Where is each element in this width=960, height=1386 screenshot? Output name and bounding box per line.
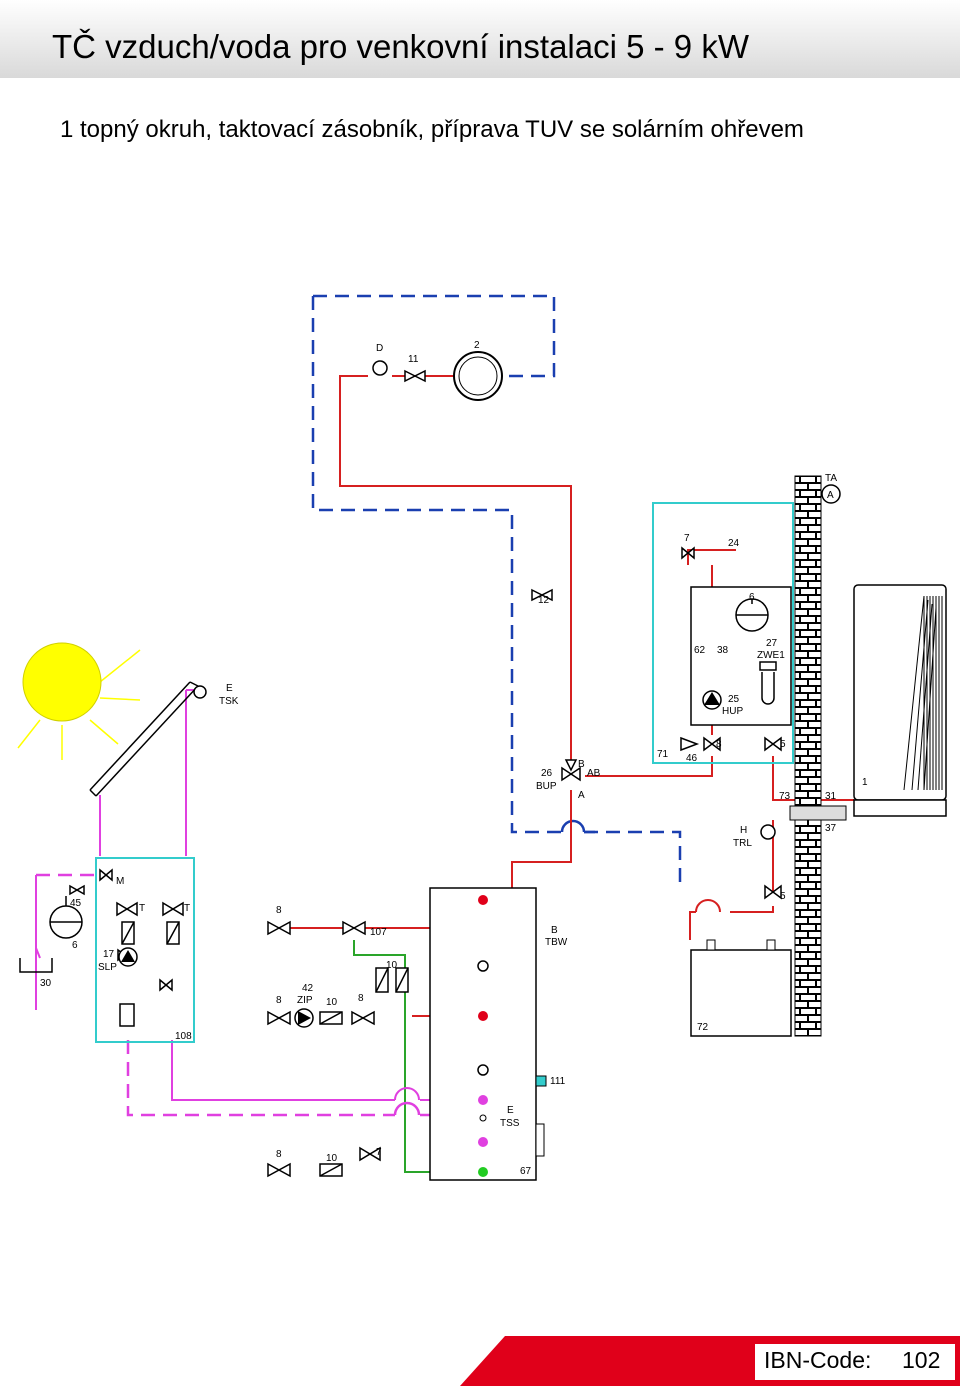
svg-text:107: 107 — [370, 927, 387, 938]
pressure-gauge-icon — [372, 360, 388, 376]
svg-text:12: 12 — [538, 595, 550, 606]
svg-text:M: M — [116, 876, 124, 887]
svg-text:5: 5 — [780, 891, 786, 902]
svg-text:T: T — [139, 903, 145, 914]
svg-text:10: 10 — [326, 1153, 338, 1164]
svg-text:10: 10 — [386, 960, 398, 971]
svg-text:HUP: HUP — [722, 706, 743, 717]
diagram-labels: D 11 2 12 7 24 6 62 38 27 ZWE1 25 HUP 71… — [40, 340, 868, 1177]
svg-text:46: 46 — [686, 753, 698, 764]
svg-text:B: B — [551, 925, 558, 936]
svg-text:6: 6 — [72, 940, 78, 951]
pump-icon — [702, 690, 722, 710]
outdoor-sensor-icon — [821, 484, 841, 504]
svg-text:6: 6 — [749, 592, 755, 603]
svg-text:8: 8 — [276, 905, 282, 916]
svg-text:ZWE1: ZWE1 — [757, 650, 785, 661]
page-title: TČ vzduch/voda pro venkovní instalaci 5 … — [52, 28, 749, 65]
svg-text:SLP: SLP — [98, 962, 117, 973]
svg-text:45: 45 — [70, 898, 82, 909]
expansion-vessel-icon — [735, 598, 769, 632]
sensor-111 — [535, 1075, 547, 1087]
svg-text:30: 30 — [40, 978, 52, 989]
heating-body-icon — [453, 351, 503, 401]
svg-text:62: 62 — [694, 645, 706, 656]
solar-expansion-vessel-icon — [49, 896, 83, 939]
svg-text:2: 2 — [474, 340, 480, 351]
svg-text:8: 8 — [358, 993, 364, 1004]
svg-text:E: E — [507, 1105, 514, 1116]
svg-text:111: 111 — [550, 1076, 566, 1087]
svg-text:27: 27 — [766, 638, 778, 649]
svg-text:71: 71 — [657, 749, 669, 760]
svg-text:TA: TA — [825, 473, 837, 484]
svg-text:25: 25 — [728, 694, 740, 705]
meter-icons — [119, 921, 409, 1177]
svg-text:7: 7 — [376, 1147, 382, 1158]
svg-text:42: 42 — [302, 983, 314, 994]
svg-text:11: 11 — [408, 354, 419, 365]
svg-text:TSK: TSK — [219, 696, 239, 707]
svg-text:AB: AB — [587, 768, 601, 779]
heating-circuit-return-pipe — [311, 294, 682, 890]
valve-icons — [69, 369, 782, 1178]
svg-text:TRL: TRL — [733, 838, 752, 849]
svg-text:E: E — [226, 683, 233, 694]
svg-text:24: 24 — [728, 538, 740, 549]
svg-text:38: 38 — [717, 645, 729, 656]
crossover — [560, 819, 586, 833]
buffer-tank — [690, 949, 792, 1037]
svg-text:8: 8 — [716, 739, 722, 750]
svg-text:BUP: BUP — [536, 781, 557, 792]
svg-text:8: 8 — [276, 1149, 282, 1160]
svg-text:TSS: TSS — [500, 1118, 520, 1129]
svg-text:1: 1 — [862, 777, 868, 788]
svg-text:67: 67 — [520, 1166, 532, 1177]
svg-text:ZIP: ZIP — [297, 995, 313, 1006]
svg-text:37: 37 — [825, 823, 837, 834]
solar-collector — [89, 681, 199, 797]
svg-text:A: A — [578, 790, 585, 801]
svg-text:73: 73 — [779, 791, 791, 802]
header-bar — [0, 0, 960, 78]
svg-text:108: 108 — [175, 1031, 192, 1042]
ibn-code-label: IBN-Code: — [764, 1347, 872, 1373]
svg-text:72: 72 — [697, 1022, 709, 1033]
svg-text:TBW: TBW — [545, 937, 568, 948]
solar-station-box — [95, 857, 195, 1043]
outdoor-heat-pump-unit — [853, 584, 947, 817]
wall — [794, 475, 822, 1037]
page-subtitle: 1 topný okruh, taktovací zásobník, přípr… — [60, 116, 804, 143]
svg-text:A: A — [827, 490, 834, 501]
hot-water-storage-tank — [429, 887, 545, 1181]
circulation-pump-icon — [118, 947, 314, 1028]
collecting-container — [19, 958, 53, 973]
svg-text:31: 31 — [825, 791, 837, 802]
svg-text:5: 5 — [780, 739, 786, 750]
heater-icon — [759, 661, 777, 705]
svg-text:D: D — [376, 343, 383, 354]
return-sensor-icon — [760, 824, 776, 840]
svg-text:7: 7 — [684, 533, 690, 544]
svg-text:B: B — [578, 759, 585, 770]
svg-text:10: 10 — [326, 997, 338, 1008]
indoor-box — [652, 502, 794, 764]
svg-text:T: T — [184, 903, 190, 914]
svg-text:26: 26 — [541, 768, 553, 779]
ibn-code-value: 102 — [902, 1347, 941, 1373]
sun-icon — [17, 642, 141, 760]
svg-text:17: 17 — [103, 949, 115, 960]
svg-text:H: H — [740, 825, 747, 836]
svg-text:8: 8 — [276, 995, 282, 1006]
